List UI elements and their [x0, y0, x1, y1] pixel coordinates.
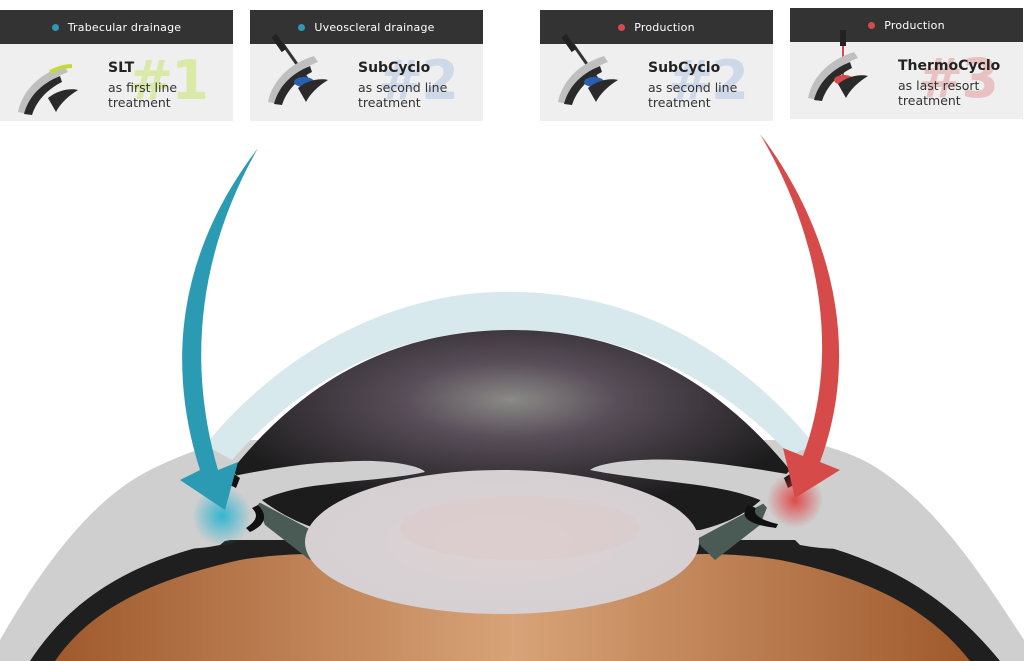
card-slt: Trabecular drainage #1 SLT as first line…: [0, 10, 233, 121]
status-dot: [868, 21, 876, 29]
trabecular-glow: [192, 486, 252, 546]
probe-eye-angle-icon: [558, 33, 618, 105]
card-title: ThermoCyclo: [898, 58, 1001, 74]
drainage-arrow: [180, 148, 258, 510]
cornea: [205, 291, 815, 460]
card-title: SubCyclo: [648, 60, 721, 76]
rank-number: #3: [918, 47, 999, 110]
rank-number: #2: [668, 49, 749, 112]
rank-number: #2: [378, 49, 459, 112]
card-thermocyclo: Production #3 ThermoCyclo as last resort…: [790, 8, 1023, 119]
left-iris-flap: [215, 460, 425, 520]
slt-eye-angle-icon: [18, 64, 78, 115]
card-subtitle: as first line treatment: [108, 80, 178, 110]
card-header: Trabecular drainage: [0, 10, 233, 44]
card-header: Production: [790, 8, 1023, 42]
card-subcyclo-uveoscleral: Uveoscleral drainage #2 SubCyclo as seco…: [250, 10, 483, 121]
card-header: Uveoscleral drainage: [250, 10, 483, 44]
card-header-label: Trabecular drainage: [67, 20, 182, 34]
card-title: SLT: [108, 60, 135, 76]
production-arrow: [760, 134, 840, 498]
laser-eye-angle-icon: [808, 30, 868, 101]
card-header-label: Uveoscleral drainage: [314, 20, 435, 34]
card-subtitle: as second line treatment: [358, 80, 448, 110]
card-subtitle: as last resort treatment: [898, 78, 980, 108]
status-dot: [298, 23, 306, 31]
anterior-chamber: [232, 330, 790, 530]
card-title: SubCyclo: [358, 60, 431, 76]
card-subcyclo-production: Production #2 SubCyclo as second line tr…: [540, 10, 773, 121]
status-dot: [51, 23, 59, 31]
probe-eye-angle-icon: [268, 33, 328, 105]
right-iris-flap: [590, 459, 810, 520]
card-header-label: Production: [884, 18, 945, 32]
card-header: Production: [540, 10, 773, 44]
card-header-label: Production: [634, 20, 695, 34]
rank-number: #1: [128, 49, 209, 112]
card-subtitle: as second line treatment: [648, 80, 738, 110]
status-dot: [618, 23, 626, 31]
